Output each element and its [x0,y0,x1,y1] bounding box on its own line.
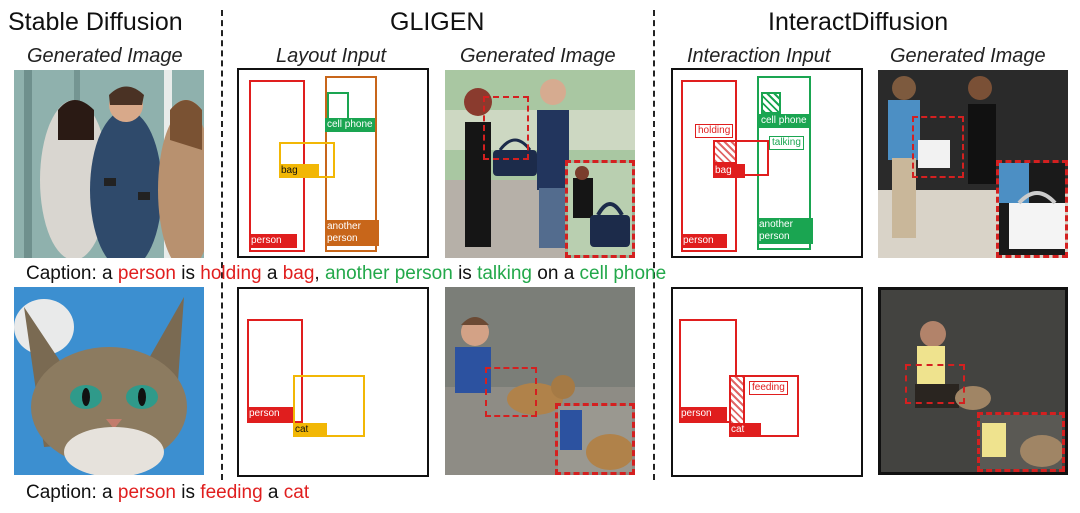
divider-left [221,10,223,480]
subheader-sd-generated: Generated Image [27,45,183,67]
label-holding: holding [695,124,734,138]
gligen-generated-image-cat [445,287,635,475]
bbox-cat-ia [729,375,799,437]
label-cat-ia: cat [729,423,761,437]
label-bag: bag [279,164,319,178]
caption-seg: is [176,263,201,284]
dashed-region-phone [483,96,529,160]
label-person-r2: person [247,407,295,421]
gligen-generated-image-people [445,70,635,258]
gligen-layout-input-row1: person another person cell phone bag [237,68,429,258]
caption-seg: a [261,263,283,284]
label-another-person: another person [325,220,379,246]
bbox-cell-phone [327,92,349,120]
interact-input-row2: person feeding cat [671,287,863,477]
interact-generated-image-people [878,70,1068,258]
subheader-gligen-layout: Layout Input [276,45,387,67]
caption-seg: holding [200,263,262,284]
subheader-interact-input: Interaction Input [687,45,831,67]
zoom-inset-bag [565,160,635,258]
label-cell-phone: cell phone [325,118,375,132]
caption-seg: person [117,263,177,284]
header-gligen: GLIGEN [390,8,485,36]
label-cell-phone-ia: cell phone [759,114,809,128]
caption-seg: bag [282,263,315,284]
label-person-ia: person [681,234,727,248]
caption-seg: cat [283,482,310,503]
caption-row1: Caption: a person is holding a bag, anot… [26,263,666,285]
caption-seg: , [314,263,325,284]
label-talking: talking [769,136,804,150]
bbox-person-ia-r2 [679,319,737,423]
caption-seg: is [452,263,478,284]
bbox-cat [293,375,365,437]
label-cat: cat [293,423,327,437]
label-person-ia-r2: person [679,407,727,421]
header-interactdiffusion: InteractDiffusion [768,8,949,36]
header-stable-diffusion: Stable Diffusion [8,8,183,36]
caption-seg: feeding [200,482,263,503]
subheader-interact-generated: Generated Image [890,45,1046,67]
interact-input-row1: person another person cell phone talking… [671,68,863,258]
label-bag-ia: bag [713,164,745,178]
label-person: person [249,234,297,248]
zoom-inset-bag-ia [996,160,1068,258]
bbox-another-person [325,76,377,252]
dashed-region-feeding-ia [905,364,965,404]
caption-seg: person [117,482,177,503]
divider-right [653,10,655,480]
bbox-person-r2 [247,319,303,423]
zoom-inset-cat [555,403,635,475]
caption-seg: on a [532,263,580,284]
caption-seg: is [176,482,201,503]
sd-generated-image-cat [14,287,204,475]
caption-seg: cell phone [579,263,667,284]
label-feeding: feeding [749,381,788,395]
bbox-another-person-ia [757,76,811,250]
bbox-talking-hatch [761,92,781,114]
caption-seg: Caption: a [26,482,118,503]
label-another-person-ia: another person [757,218,813,244]
caption-seg: talking [477,263,532,284]
gligen-layout-input-row2: person cat [237,287,429,477]
dashed-region-bag [912,116,964,178]
caption-seg: a [262,482,284,503]
subheader-gligen-generated: Generated Image [460,45,616,67]
zoom-inset-cat-ia [977,412,1065,472]
sd-generated-image-people [14,70,204,258]
caption-seg: another person [324,263,453,284]
caption-row2: Caption: a person is feeding a cat [26,482,309,504]
caption-seg: Caption: a [26,263,118,284]
interact-generated-image-cat [878,287,1068,475]
dashed-region-feeding [485,367,537,417]
